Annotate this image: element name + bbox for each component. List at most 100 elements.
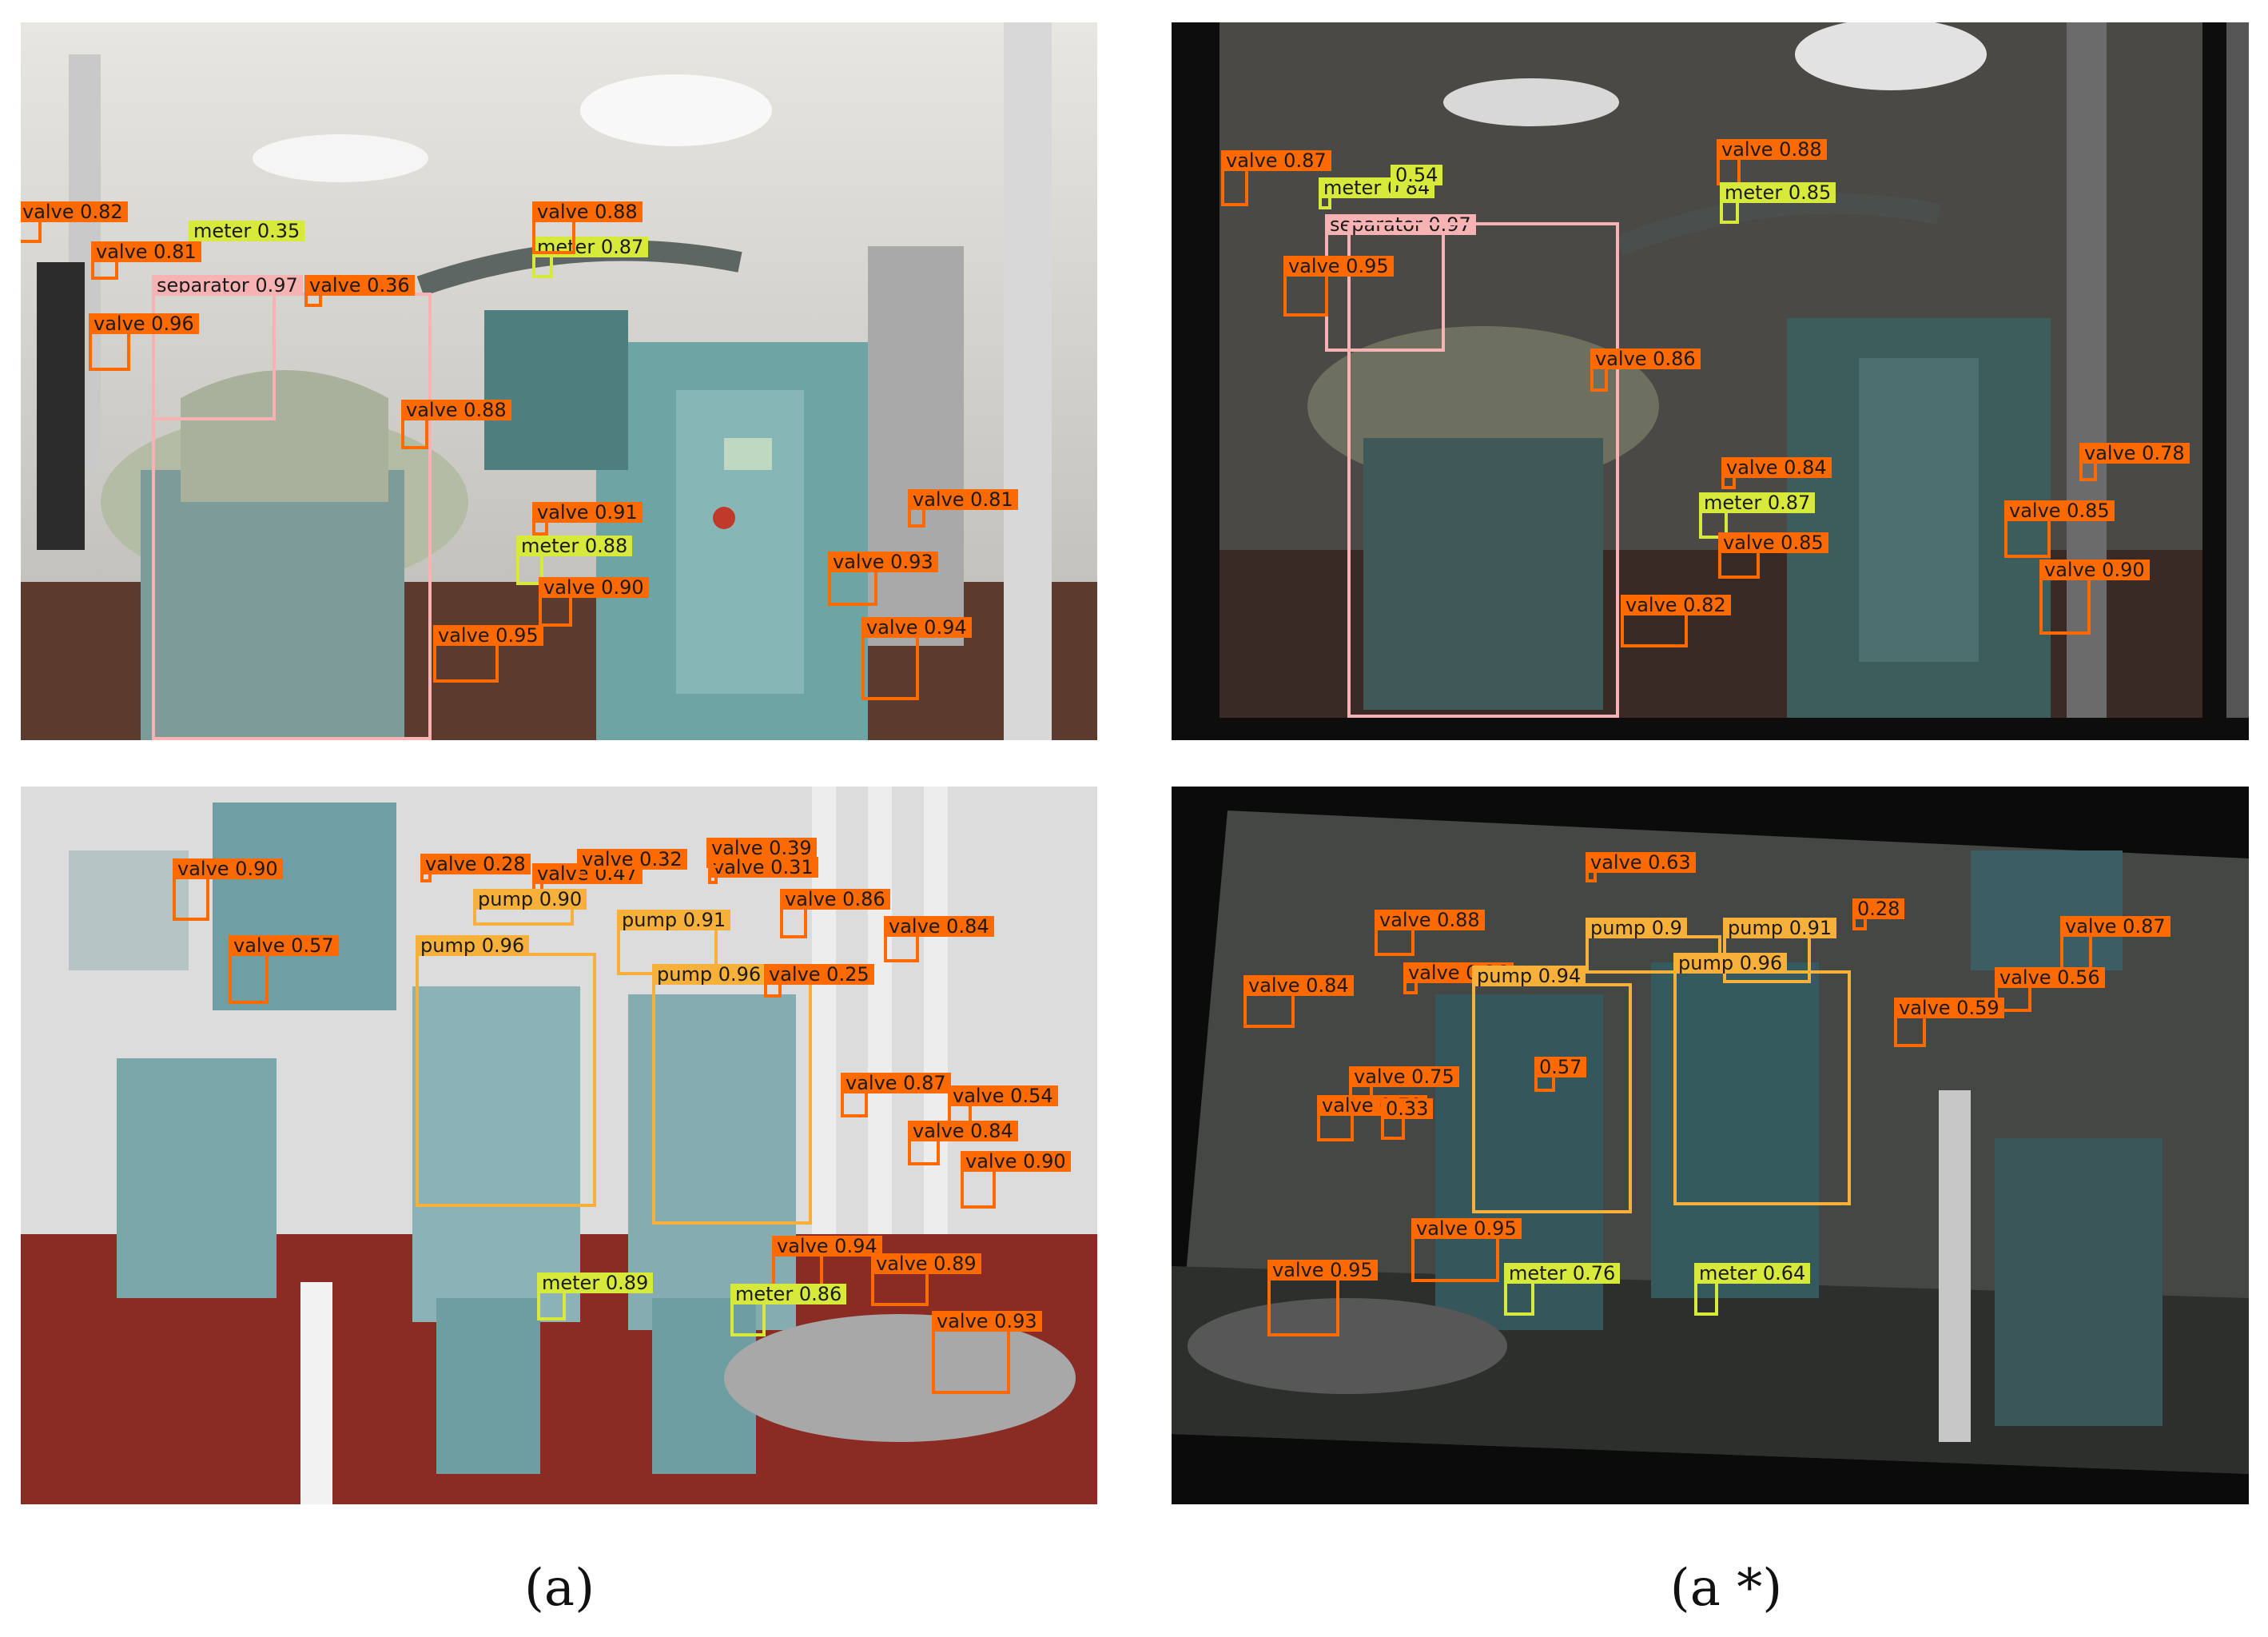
detection-label: valve 0.91 xyxy=(532,502,643,523)
detection-label: valve 0.87 xyxy=(1221,150,1331,171)
detection-label: valve 0.94 xyxy=(861,617,972,638)
panel-bottom-right: valve 0.63 valve 0.88 pump 0.9 pump 0.91… xyxy=(1172,787,2249,1504)
detection-box: meter 0.64 xyxy=(1694,1263,1811,1316)
detection-label: valve 0.84 xyxy=(1243,975,1354,996)
detection-box: valve 0.95 xyxy=(1411,1218,1522,1282)
detection-label: valve 0.89 xyxy=(871,1253,981,1274)
detection-label: 0.33 xyxy=(1381,1098,1434,1119)
detection-label: valve 0.39 xyxy=(706,838,817,858)
pump-room-photo xyxy=(21,787,1097,1504)
detection-box: 0.33 xyxy=(1381,1098,1434,1140)
detection-box: valve 0.84 xyxy=(1243,975,1354,1028)
detection-box: valve 0.96 xyxy=(89,313,199,371)
detection-box: valve 0.94 xyxy=(861,617,972,700)
detection-label: valve 0.78 xyxy=(2079,443,2190,464)
detection-label: pump 0.94 xyxy=(1472,966,1586,986)
detection-box: valve 0.93 xyxy=(828,552,938,606)
detection-label: valve 0.81 xyxy=(91,241,201,262)
detection-label: valve 0.56 xyxy=(1995,967,2105,988)
detection-label: valve 0.84 xyxy=(1721,457,1832,478)
detection-box: valve 0.87 xyxy=(2060,916,2171,978)
detection-label: valve 0.88 xyxy=(532,201,643,222)
detection-label: meter 0.86 xyxy=(730,1284,847,1304)
detection-label: meter 0.64 xyxy=(1694,1263,1811,1284)
detection-box: valve 0.86 xyxy=(1590,349,1701,392)
detection-label: pump 0.90 xyxy=(473,889,587,910)
detection-box xyxy=(1347,222,1619,718)
detection-label: meter 0.89 xyxy=(537,1273,654,1293)
detection-box: valve 0.59 xyxy=(1894,998,2004,1047)
detection-box: valve 0.88 xyxy=(1375,910,1485,956)
detection-label: valve 0.25 xyxy=(764,964,874,985)
detection-label: valve 0.87 xyxy=(841,1073,951,1093)
detection-box: valve 0.88 xyxy=(401,400,511,449)
detection-label: valve 0.93 xyxy=(932,1311,1042,1332)
detection-label: pump 0.96 xyxy=(1673,953,1788,974)
detection-label: meter 0.76 xyxy=(1504,1263,1621,1284)
detection-label: valve 0.90 xyxy=(173,858,283,879)
detection-box: 0.54 xyxy=(1391,165,1443,195)
detection-box: pump 0.94 xyxy=(1472,966,1632,1213)
detection-box: valve 0.84 xyxy=(1721,457,1832,489)
detection-box: valve 0.56 xyxy=(1995,967,2105,1012)
detection-box: valve 0.82 xyxy=(1621,595,1731,647)
detection-label: valve 0.82 xyxy=(21,201,128,222)
detection-label: valve 0.90 xyxy=(2039,560,2150,580)
detection-box xyxy=(152,293,432,740)
detection-label: valve 0.63 xyxy=(1586,852,1696,873)
detection-label: valve 0.47 xyxy=(532,863,643,884)
detection-box: pump 0.96 xyxy=(1673,953,1851,1205)
detection-label: meter 0.35 xyxy=(189,221,305,241)
detection-box: meter 0.86 xyxy=(730,1284,847,1336)
detection-label: meter 0.87 xyxy=(1699,492,1816,513)
detection-label: valve 0.84 xyxy=(884,916,994,937)
detection-label: meter 0.85 xyxy=(1720,182,1836,203)
detection-label: valve 0.95 xyxy=(433,625,543,646)
engine-room-photo xyxy=(21,22,1097,740)
detection-label: valve 0.90 xyxy=(539,577,649,598)
detection-box: valve 0.90 xyxy=(2039,560,2150,635)
detection-box: meter 0.89 xyxy=(537,1273,654,1320)
detection-label: valve 0.84 xyxy=(908,1121,1018,1141)
detection-label: valve 0.28 xyxy=(420,854,531,874)
detection-box: meter 0.87 xyxy=(1699,492,1816,539)
detection-box: 0.57 xyxy=(1534,1057,1587,1092)
detection-box: meter 0.76 xyxy=(1504,1263,1621,1316)
detection-box: valve 0.90 xyxy=(173,858,283,921)
detection-box: valve 0.95 xyxy=(433,625,543,683)
detection-box: valve 0.84 xyxy=(884,916,994,962)
detection-box: valve 0.90 xyxy=(961,1151,1071,1209)
detection-label: valve 0.86 xyxy=(780,889,890,910)
detection-label: pump 0.91 xyxy=(617,910,731,930)
detection-box: valve 0.32 xyxy=(577,849,687,878)
detection-label: 0.54 xyxy=(1391,165,1443,185)
detection-box: valve 0.87 xyxy=(1221,150,1331,206)
detection-label: valve 0.32 xyxy=(577,849,687,870)
detection-box: valve 0.88 xyxy=(532,201,643,254)
detection-label: valve 0.95 xyxy=(1283,256,1394,277)
detection-box: valve 0.87 xyxy=(841,1073,951,1117)
detection-box: meter 0.84 xyxy=(1319,177,1435,209)
detection-label: valve 0.94 xyxy=(772,1236,882,1257)
detection-box: valve 0.84 xyxy=(908,1121,1018,1165)
panel-top-right: valve 0.87 meter 0.84 0.54 separator 0.9… xyxy=(1172,22,2249,740)
detection-label: valve 0.54 xyxy=(948,1085,1058,1106)
detection-box: valve 0.93 xyxy=(932,1311,1042,1394)
detection-box: valve 0.81 xyxy=(908,489,1018,528)
detection-box: valve 0.90 xyxy=(539,577,649,627)
detection-label: pump 0.96 xyxy=(652,964,766,985)
detection-label: pump 0.96 xyxy=(416,935,530,956)
detection-box: meter 0.88 xyxy=(516,536,633,585)
detection-box: pump 0.96 xyxy=(416,935,596,1207)
detection-box: valve 0.78 xyxy=(2079,443,2190,481)
detection-box: valve 0.31 xyxy=(708,857,818,884)
detection-label: pump 0.9 xyxy=(1586,918,1687,938)
detection-box: valve 0.82 xyxy=(21,201,128,243)
detection-label: valve 0.95 xyxy=(1267,1260,1378,1281)
detection-box: valve 0.85 xyxy=(1718,532,1828,579)
detection-box: valve 0.26 xyxy=(1403,962,1514,994)
detection-label: valve 0.93 xyxy=(828,552,938,572)
detection-box: 0.28 xyxy=(1852,898,1905,930)
detection-label: separator 0.97 xyxy=(152,275,303,296)
detection-box: valve 0.57 xyxy=(229,935,339,1004)
